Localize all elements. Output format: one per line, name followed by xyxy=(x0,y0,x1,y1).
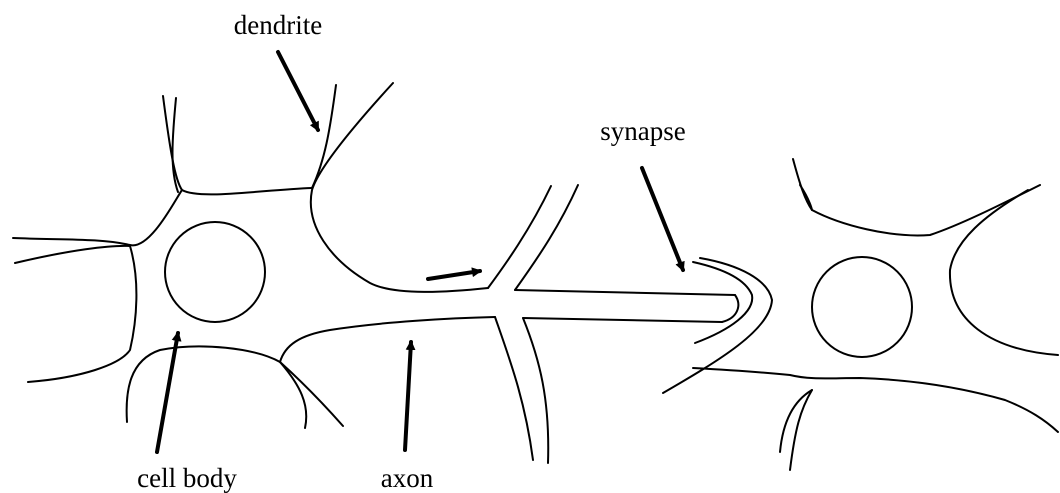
left-dendrite-top-a xyxy=(163,96,312,194)
left-dendrite-lower-right xyxy=(280,362,343,426)
axon-arrow xyxy=(405,342,411,450)
left-dendrite-left-b xyxy=(15,246,136,382)
left-nucleus xyxy=(165,222,265,322)
left-dendrite-left-a xyxy=(13,190,182,245)
signal-direction-arrow xyxy=(428,271,480,279)
labels: dendrite synapse cell body axon xyxy=(137,10,686,493)
left-dendrite-upper-right-b xyxy=(312,85,336,188)
right-neuron xyxy=(693,159,1058,470)
pointer-arrows xyxy=(157,52,683,452)
left-body-lower xyxy=(127,346,307,428)
label-synapse: synapse xyxy=(600,116,685,146)
dendrite-arrow xyxy=(278,52,318,130)
right-body-lower xyxy=(693,368,1058,432)
axon-lower-branch-b xyxy=(523,318,548,463)
left-neuron xyxy=(13,83,495,428)
right-nucleus xyxy=(812,257,912,357)
right-dendrite-top-a xyxy=(793,159,1040,235)
label-axon: axon xyxy=(381,463,434,493)
terminal-edge-a xyxy=(722,295,738,322)
axon-upper-branch-b xyxy=(515,185,578,290)
axon-upper-branch-a xyxy=(488,186,551,288)
axon-main-top xyxy=(515,290,735,295)
terminal-edge-b xyxy=(693,262,752,343)
right-dendrite-right-a xyxy=(950,190,1058,355)
right-dendrite-bottom-b xyxy=(790,390,812,470)
axon-lower-branch-a xyxy=(495,317,533,460)
label-dendrite: dendrite xyxy=(234,10,322,40)
axon-main-bottom xyxy=(523,318,722,322)
axon-lower-edge xyxy=(280,317,495,362)
left-dendrite-upper-right xyxy=(311,83,488,292)
label-cell-body: cell body xyxy=(137,463,237,493)
axon-branch xyxy=(488,185,735,463)
synapse-arrow xyxy=(642,168,683,270)
